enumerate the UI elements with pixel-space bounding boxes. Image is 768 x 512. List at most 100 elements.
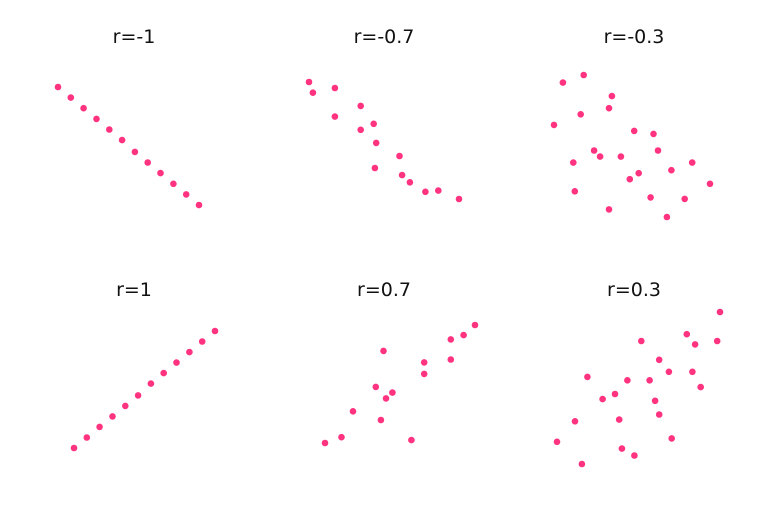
data-point — [160, 369, 167, 377]
data-point — [372, 139, 380, 147]
data-point — [631, 452, 638, 459]
data-point — [309, 89, 317, 96]
scatter-panel — [70, 327, 219, 452]
data-point — [70, 444, 78, 452]
data-point — [455, 195, 463, 203]
data-point — [331, 84, 339, 92]
data-point — [338, 433, 345, 441]
data-point — [668, 435, 675, 442]
data-point — [630, 127, 638, 135]
data-point — [305, 78, 313, 86]
data-point — [396, 152, 403, 160]
chart-title: r=1 — [116, 279, 152, 301]
scatter-panel — [321, 321, 479, 447]
data-point — [471, 321, 479, 329]
data-point — [697, 383, 704, 391]
data-point — [406, 179, 414, 186]
data-point — [553, 438, 561, 446]
data-point — [596, 153, 604, 160]
data-point — [144, 159, 151, 166]
data-point — [321, 439, 329, 447]
data-point — [605, 206, 613, 213]
data-point — [67, 94, 75, 101]
data-point — [550, 121, 558, 129]
data-point — [618, 445, 626, 452]
chart-title: r=-0.7 — [353, 26, 415, 48]
data-point — [647, 194, 654, 201]
scatter-panel — [553, 308, 724, 468]
data-point — [570, 159, 577, 166]
data-point — [96, 423, 103, 431]
data-point — [420, 359, 428, 366]
scatter-panel — [550, 71, 714, 221]
data-point — [357, 126, 365, 134]
data-point — [559, 79, 567, 86]
data-point — [716, 308, 724, 316]
data-point — [80, 104, 87, 112]
data-point — [655, 356, 663, 364]
data-point — [83, 434, 91, 441]
data-point — [435, 187, 442, 194]
data-point — [420, 370, 428, 378]
data-point — [460, 331, 467, 339]
data-point — [624, 377, 631, 384]
data-point — [654, 147, 662, 154]
data-point — [683, 330, 691, 338]
data-point — [605, 104, 613, 112]
data-point — [651, 397, 659, 405]
data-point — [688, 159, 696, 166]
chart-title: r=-0.3 — [603, 26, 665, 48]
data-point — [398, 171, 406, 179]
data-point — [357, 102, 365, 110]
data-point — [665, 368, 673, 376]
data-point — [713, 337, 721, 345]
data-point — [447, 336, 455, 343]
data-point — [650, 130, 657, 138]
data-point — [706, 180, 714, 188]
data-point — [447, 356, 455, 363]
data-point — [571, 188, 579, 195]
data-point — [372, 383, 380, 391]
data-point — [147, 380, 155, 387]
data-point — [170, 180, 177, 188]
data-point — [635, 169, 642, 177]
data-point — [646, 377, 653, 384]
data-point — [131, 148, 139, 156]
data-point — [578, 460, 586, 468]
scatter-panel — [305, 78, 463, 203]
data-point — [134, 392, 142, 399]
data-point — [331, 113, 339, 120]
scatter-panel — [54, 83, 203, 209]
data-point — [211, 327, 219, 335]
data-point — [349, 408, 357, 415]
data-point — [122, 402, 129, 410]
data-point — [590, 147, 598, 154]
data-point — [577, 111, 584, 118]
data-point — [382, 395, 390, 402]
data-point — [626, 175, 634, 183]
data-point — [106, 126, 113, 133]
data-point — [371, 164, 379, 172]
data-point — [157, 169, 164, 177]
data-point — [663, 213, 671, 221]
data-point — [370, 120, 378, 128]
chart-title: r=-1 — [112, 26, 156, 48]
data-point — [198, 338, 206, 345]
data-point — [377, 416, 385, 424]
data-point — [689, 368, 696, 376]
data-point — [408, 436, 415, 444]
data-point — [681, 195, 688, 203]
data-point — [611, 390, 619, 398]
data-point — [54, 83, 62, 91]
data-point — [580, 71, 587, 79]
data-point — [584, 373, 591, 381]
data-point — [118, 136, 126, 144]
data-point — [173, 359, 180, 366]
data-point — [691, 341, 699, 348]
data-point — [93, 115, 100, 123]
data-point — [571, 418, 579, 425]
data-point — [617, 153, 625, 160]
data-point — [195, 201, 203, 209]
